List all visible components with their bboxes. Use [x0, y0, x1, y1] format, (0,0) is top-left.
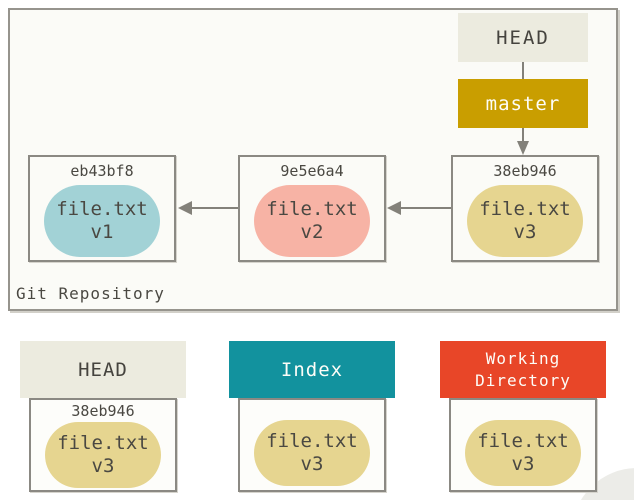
commit-box-v1: eb43bf8 file.txt v1 — [28, 155, 176, 262]
head-area-body: 38eb946 file.txt v3 — [29, 398, 177, 492]
file-blob-v1: file.txt v1 — [44, 185, 160, 257]
commit-hash: 38eb946 — [493, 162, 557, 180]
working-directory-area-title: Working Directory — [475, 348, 571, 390]
index-area-title: Index — [280, 358, 344, 381]
commit-hash: 9e5e6a4 — [280, 162, 344, 180]
index-area-header: Index — [229, 341, 395, 398]
file-blob-working-directory: file.txt v3 — [465, 420, 581, 486]
file-name: file.txt — [57, 432, 149, 454]
file-name: file.txt — [266, 198, 358, 220]
commit-box-v3: 38eb946 file.txt v3 — [451, 155, 599, 262]
file-blob-v2: file.txt v2 — [254, 185, 370, 257]
working-directory-area-header: Working Directory — [440, 341, 606, 398]
master-branch-box: master — [458, 79, 588, 128]
master-branch-label: master — [485, 92, 561, 115]
commit-box-v2: 9e5e6a4 file.txt v2 — [238, 155, 386, 262]
working-directory-area-body: file.txt v3 — [449, 398, 597, 492]
file-name: file.txt — [479, 198, 571, 220]
file-name: file.txt — [477, 430, 569, 452]
file-version: v1 — [90, 221, 114, 243]
head-pointer-label: HEAD — [496, 26, 550, 49]
index-area-body: file.txt v3 — [238, 398, 386, 492]
head-pointer-box: HEAD — [458, 13, 588, 62]
file-version: v3 — [511, 453, 535, 475]
head-area-title: HEAD — [78, 358, 128, 381]
git-repository-label: Git Repository — [16, 284, 165, 303]
file-version: v2 — [300, 221, 324, 243]
file-version: v3 — [300, 453, 324, 475]
file-version: v3 — [91, 455, 115, 477]
head-area-hash: 38eb946 — [71, 402, 135, 420]
head-area-header: HEAD — [20, 341, 186, 398]
file-blob-v3: file.txt v3 — [467, 185, 583, 257]
file-blob-head: file.txt v3 — [45, 422, 161, 488]
file-blob-index: file.txt v3 — [254, 420, 370, 486]
file-name: file.txt — [56, 198, 148, 220]
file-name: file.txt — [266, 430, 358, 452]
file-version: v3 — [513, 221, 537, 243]
commit-hash: eb43bf8 — [70, 162, 134, 180]
